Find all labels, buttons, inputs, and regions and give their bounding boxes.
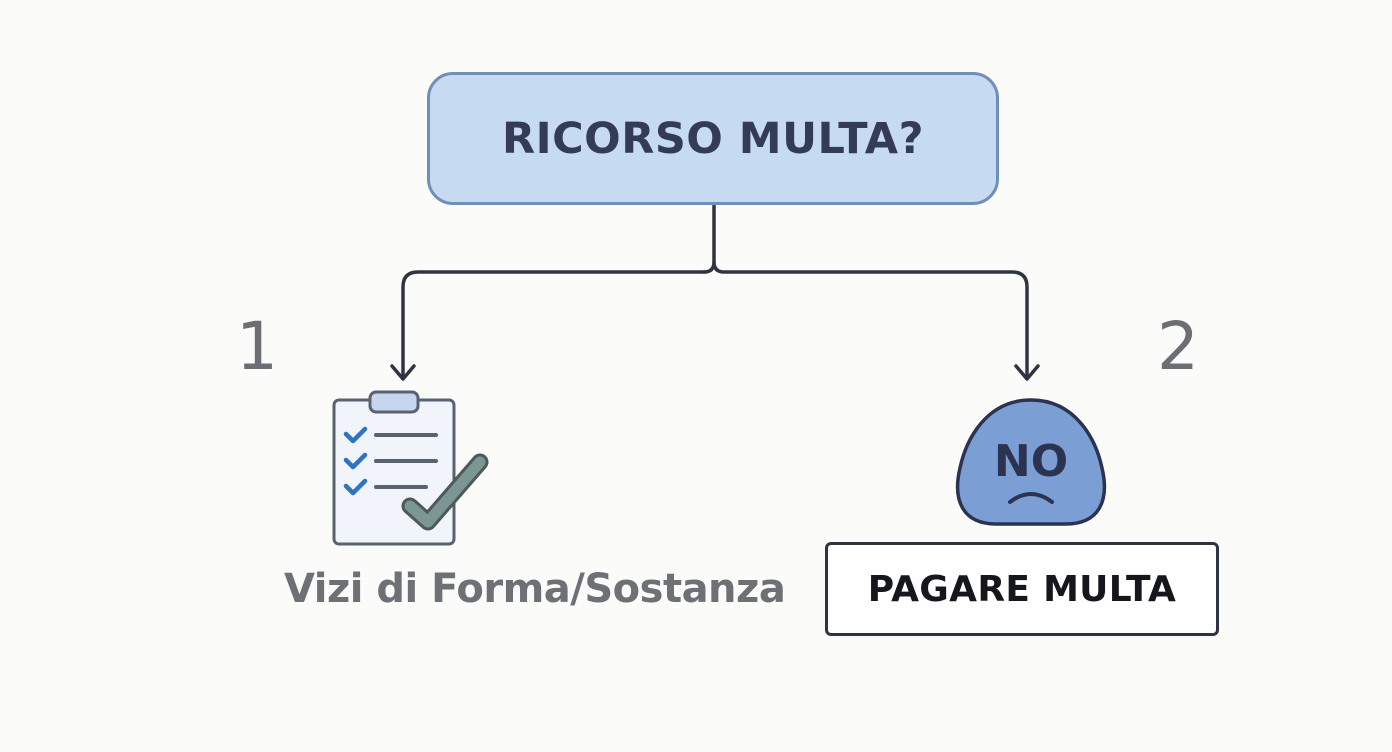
arrowhead-right	[1014, 364, 1040, 381]
sad-face-no-icon	[955, 398, 1107, 526]
arrowhead-left	[390, 364, 416, 381]
pay-fine-text: PAGARE MULTA	[867, 568, 1177, 610]
clipboard-checklist-icon	[332, 390, 489, 546]
connector-left-branch	[401, 270, 706, 378]
step-number-2: 2	[1157, 308, 1199, 385]
question-box: RICORSO MULTA?	[427, 72, 999, 205]
question-text: RICORSO MULTA?	[501, 113, 925, 164]
connector-right-branch	[712, 260, 1029, 378]
branch-1-label: Vizi di Forma/Sostanza	[284, 566, 786, 612]
step-number-1: 1	[236, 308, 278, 385]
no-face-text: NO	[993, 436, 1069, 487]
pay-fine-box: PAGARE MULTA	[825, 542, 1219, 636]
